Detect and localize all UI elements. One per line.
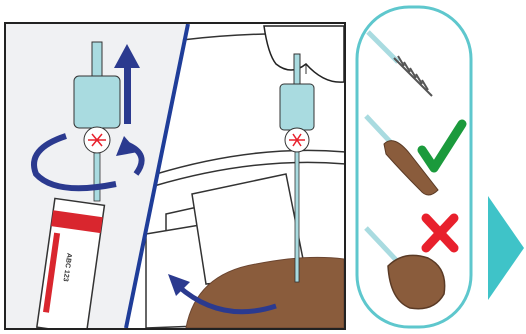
swab-in-soil [279, 53, 315, 283]
up-arrow-icon [114, 44, 140, 124]
swab-tube: ABC 123 [35, 41, 121, 328]
cross-mark-icon [421, 213, 459, 253]
illustration-panel: ABC 123 [4, 22, 346, 330]
next-button[interactable] [484, 188, 526, 308]
chevron-right-icon [488, 196, 524, 300]
bristle-brush-icon [366, 30, 433, 97]
check-mark-icon [417, 119, 467, 173]
probe-with-soil [364, 114, 439, 196]
sampling-illustration: ABC 123 [6, 24, 344, 328]
curved-arrow-icon [176, 284, 277, 315]
tool-guide [354, 4, 474, 330]
rotate-arrow-icon [31, 133, 145, 192]
tool-guide-graphic [355, 5, 473, 329]
probe-with-clump [364, 226, 446, 310]
tube-label: ABC 123 [61, 252, 72, 282]
hand-outline [263, 25, 344, 83]
divider-line [124, 24, 190, 328]
